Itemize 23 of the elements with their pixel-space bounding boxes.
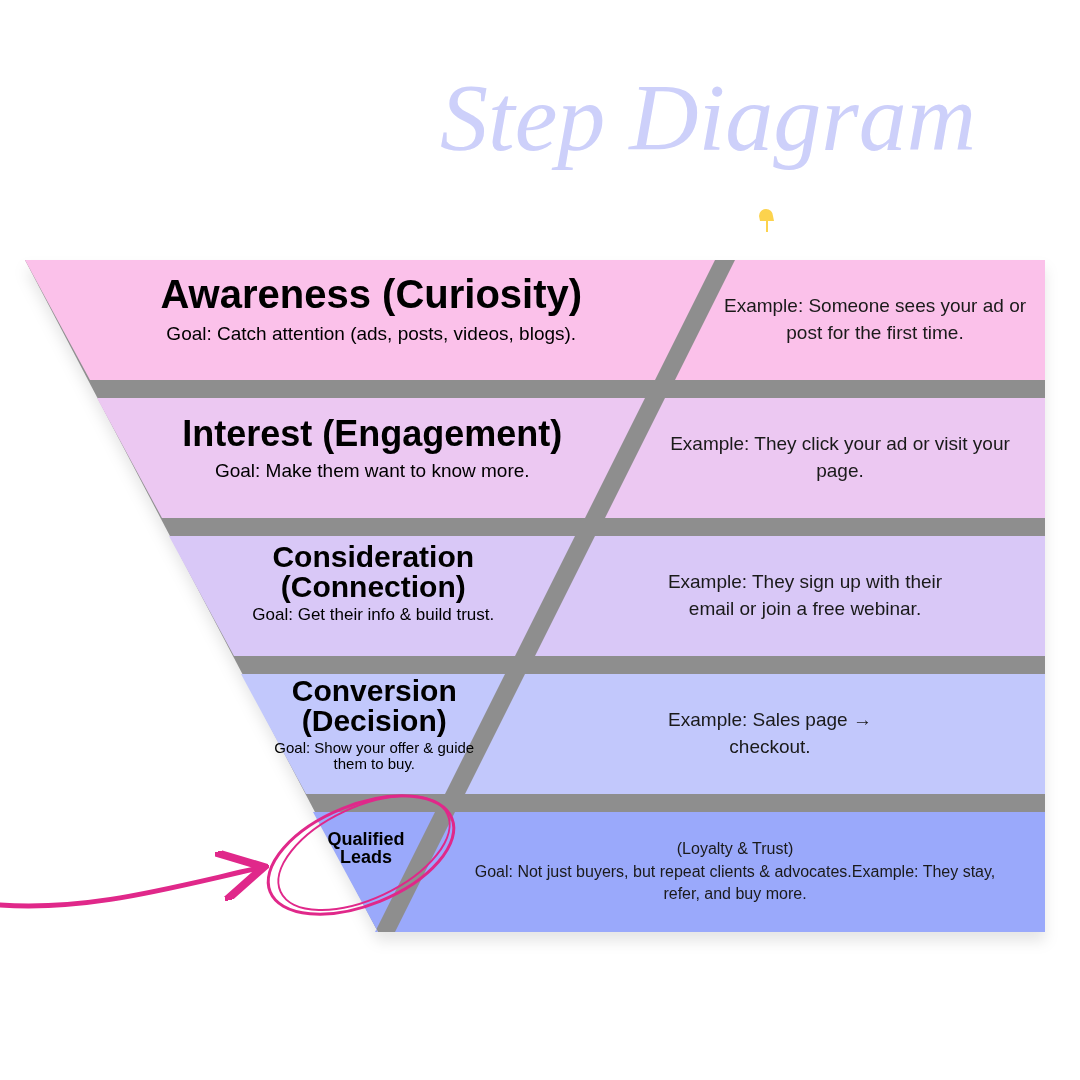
example-text: (Loyalty & Trust) xyxy=(676,839,794,860)
stage-goal: Goal: Show your offer & guide them to buy. xyxy=(274,740,475,772)
stage-heading: Interest (Engagement) xyxy=(182,412,563,456)
example-text: Example: Someone sees your ad or post for the first time. xyxy=(722,294,1028,345)
funnel-stage xyxy=(25,260,715,380)
example-text: Example: They click your ad or visit your page. xyxy=(670,432,1010,483)
stage-goal: Goal: Catch attention (ads, posts, videos, blogs). xyxy=(166,322,577,346)
stage-goal: Goal: Make them want to know more. xyxy=(214,459,530,484)
example-panel xyxy=(605,398,1045,518)
funnel-stage xyxy=(169,536,575,656)
example-panel xyxy=(535,536,1045,656)
stage-heading: Conversion (Decision) xyxy=(290,676,458,736)
funnel-stage xyxy=(97,398,645,518)
stage-heading: Awareness (Curiosity) xyxy=(160,271,583,318)
example-text: Example: Sales page → checkout. xyxy=(667,708,873,759)
stage-goal: Goal: Get their info & build trust. xyxy=(252,606,495,624)
stage-heading: Consideration (Connection) xyxy=(271,542,476,602)
stage-heading: Qualified Leads xyxy=(326,830,406,866)
example-panel xyxy=(675,260,1045,380)
example-text: Goal: Not just buyers, but repeat clients & advocates.Example: They stay, refer, and buy more. xyxy=(473,861,997,905)
example-text: Example: They sign up with their email or join a free webinar. xyxy=(666,570,944,621)
funnel-stage xyxy=(241,674,505,794)
arrow xyxy=(0,848,268,909)
